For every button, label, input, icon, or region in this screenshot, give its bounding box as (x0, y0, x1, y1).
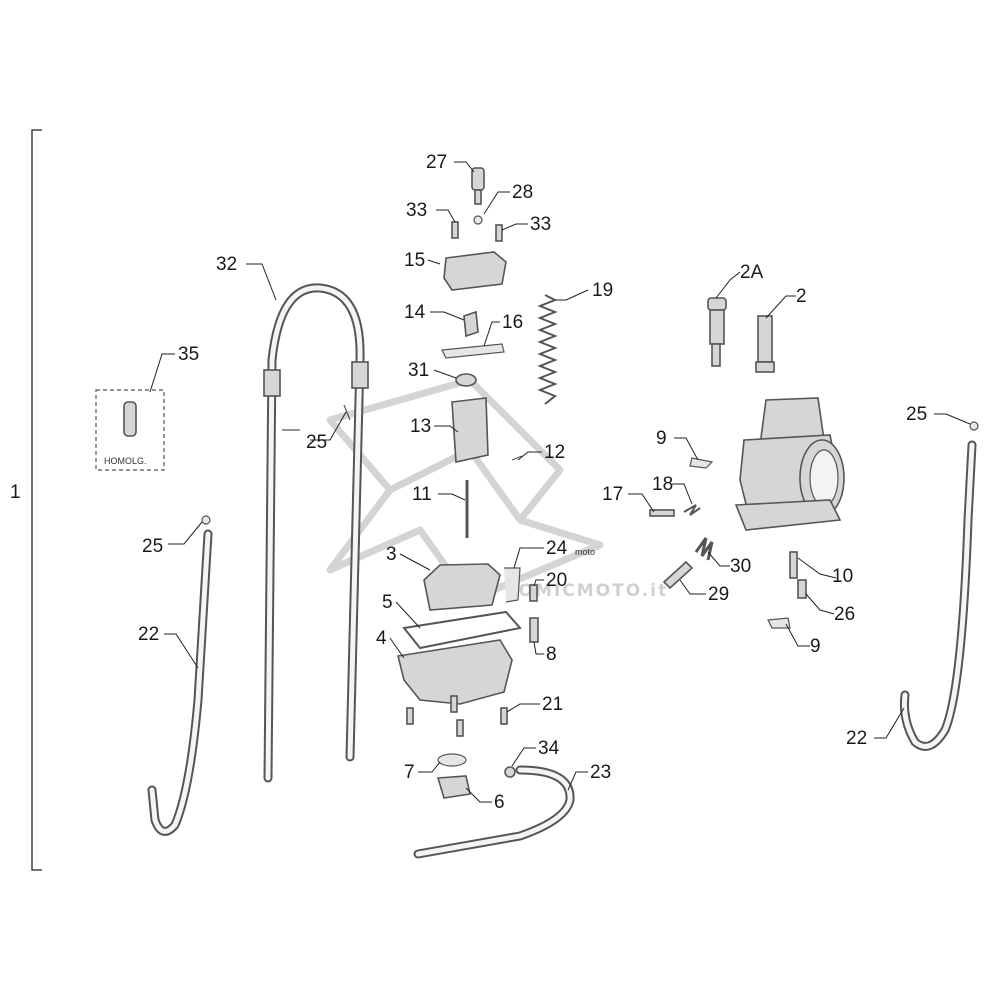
part-12-pin (511, 455, 523, 461)
part-21-screw-b (450, 695, 458, 713)
callout-2: 2 (796, 286, 807, 307)
part-21-screw-c (456, 719, 464, 737)
part-14-needle-clip (463, 310, 479, 338)
callout-15: 15 (404, 250, 425, 271)
part-2A-cable-adjuster (707, 297, 727, 367)
callout-19: 19 (592, 280, 613, 301)
part-33-screw-right (495, 224, 503, 242)
callout-26: 26 (834, 604, 855, 625)
callout-2A: 2A (740, 262, 764, 283)
watermark-small-text: moto (575, 547, 595, 557)
callout-35: 35 (178, 344, 199, 365)
part-29-screw (662, 560, 694, 590)
part-17-screw (649, 509, 675, 517)
part-15-cover (443, 251, 507, 291)
part-4-float-bowl (397, 639, 513, 705)
callout-20: 20 (546, 570, 567, 591)
callout-9-bottom: 9 (810, 636, 821, 657)
callout-12: 12 (544, 442, 565, 463)
callout-9-top: 9 (656, 428, 667, 449)
part-34-nut (504, 766, 516, 778)
callout-25-middle: 25 (306, 432, 327, 453)
callout-21: 21 (542, 694, 563, 715)
part-26-jet (797, 579, 807, 599)
tube-23 (413, 765, 575, 859)
callout-30: 30 (730, 556, 751, 577)
callout-18: 18 (652, 474, 673, 495)
callout-22-right: 22 (846, 728, 867, 749)
part-7-washer (437, 753, 467, 767)
part-21-screw-a (406, 707, 414, 725)
part-8-jet (529, 617, 539, 643)
callout-16: 16 (502, 312, 523, 333)
callout-17: 17 (602, 484, 623, 505)
callout-4: 4 (376, 628, 387, 649)
carburetor-body (734, 397, 845, 531)
callout-24: 24 (546, 538, 568, 559)
part-13-slide (451, 397, 489, 463)
part-30-spring (694, 537, 714, 561)
part-25-right-clip (969, 421, 979, 431)
callout-31: 31 (408, 360, 429, 381)
part-20-jet (529, 584, 538, 602)
tube-22-right (900, 440, 977, 751)
homolog-label: HOMOLG. (104, 456, 147, 466)
callout-6: 6 (494, 792, 505, 813)
callout-33-right: 33 (530, 214, 551, 235)
callout-33-left: 33 (406, 200, 427, 221)
callout-7: 7 (404, 762, 415, 783)
part-9-bracket-bottom (767, 617, 791, 629)
part-28-ring (473, 215, 483, 225)
callout-25-right: 25 (906, 404, 927, 425)
assembly-bracket (31, 129, 42, 871)
part-2-cable-adjuster (755, 315, 775, 373)
callout-23: 23 (590, 762, 611, 783)
callout-5: 5 (382, 592, 393, 613)
watermark-text: TOMICMOTO.it (505, 581, 668, 601)
part-18-spring (683, 504, 701, 516)
tube-22-left (147, 529, 213, 836)
part-25-small-pins (282, 404, 351, 431)
callout-25-left: 25 (142, 536, 163, 557)
part-16-plate (441, 343, 505, 359)
callouts: 27 28 33 33 15 14 16 31 13 12 11 19 3 24… (138, 152, 927, 813)
part-25-left-clip (201, 515, 211, 525)
part-27-adjuster (471, 167, 485, 205)
callout-13: 13 (410, 416, 431, 437)
tube-32 (263, 283, 369, 783)
part-5-gasket (402, 610, 522, 650)
part-24-pin (504, 567, 521, 603)
part-19-spring (537, 294, 558, 405)
callout-34: 34 (538, 738, 560, 759)
part-33-screw-left (451, 221, 459, 239)
callout-10: 10 (832, 566, 853, 587)
callout-28: 28 (512, 182, 533, 203)
callout-3: 3 (386, 544, 397, 565)
callout-14: 14 (404, 302, 426, 323)
part-3-float (423, 563, 501, 611)
callout-22-left: 22 (138, 624, 159, 645)
callout-32: 32 (216, 254, 237, 275)
part-31-seal (455, 373, 477, 387)
part-9-bracket-top (689, 457, 714, 469)
callout-11: 11 (412, 484, 432, 505)
callout-8: 8 (546, 644, 557, 665)
callout-27: 27 (426, 152, 447, 173)
callout-29: 29 (708, 584, 729, 605)
part-6-drain-plug (436, 775, 471, 799)
part-21-screw-d (500, 707, 508, 725)
callout-1: 1 (10, 482, 21, 503)
homolog-box: HOMOLG. (95, 389, 165, 471)
leader-lines (149, 161, 971, 803)
part-10-jet (789, 551, 798, 579)
